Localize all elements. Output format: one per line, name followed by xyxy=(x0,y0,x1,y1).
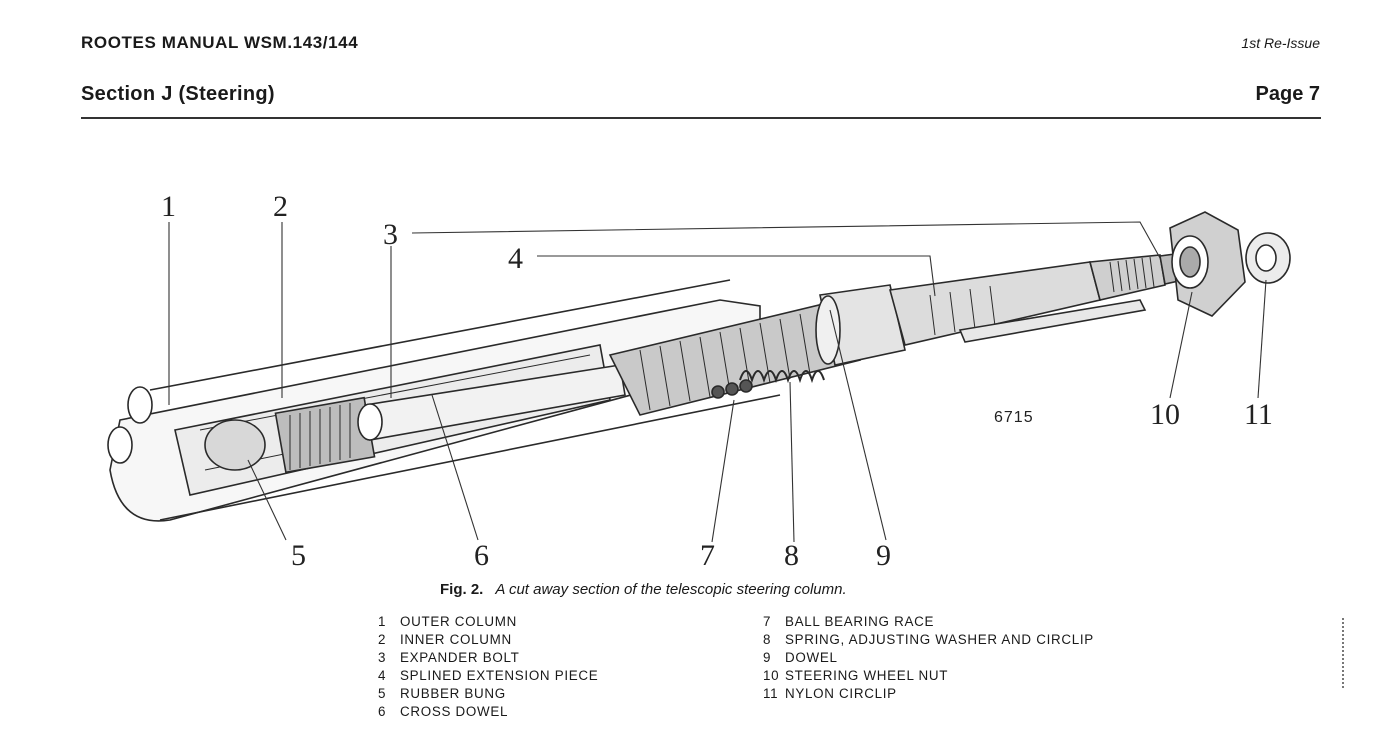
collar-drawing xyxy=(815,284,906,366)
legend-text: OUTER COLUMN xyxy=(400,614,518,629)
callout-1: 1 xyxy=(161,190,176,223)
legend-item: 11 NYLON CIRCLIP xyxy=(763,685,1094,703)
legend-text: RUBBER BUNG xyxy=(400,686,506,701)
legend-number: 5 xyxy=(378,686,387,701)
legend-item: 8 SPRING, ADJUSTING WASHER AND CIRCLIP xyxy=(763,631,1094,649)
spring-drawing xyxy=(739,370,825,384)
legend-text: CROSS DOWEL xyxy=(400,704,509,719)
extension-shaft-drawing xyxy=(888,251,1193,346)
legend-text: DOWEL xyxy=(785,650,838,665)
legend-number: 10 xyxy=(763,668,780,683)
callout-8: 8 xyxy=(784,539,799,572)
header-rule xyxy=(81,117,1321,119)
callout-7: 7 xyxy=(700,539,715,572)
legend-number: 3 xyxy=(378,650,387,665)
manual-title: ROOTES MANUAL WSM.143/144 xyxy=(81,33,359,52)
margin-dotted-line xyxy=(1342,618,1344,688)
legend-item: 2 INNER COLUMN xyxy=(378,631,598,649)
legend-text: STEERING WHEEL NUT xyxy=(785,668,949,683)
legend-number: 7 xyxy=(763,614,772,629)
figure-caption-text: A cut away section of the telescopic ste… xyxy=(495,581,847,598)
legend-text: EXPANDER BOLT xyxy=(400,650,520,665)
legend-number: 8 xyxy=(763,632,772,647)
legend-item: 5 RUBBER BUNG xyxy=(378,685,598,703)
legend-number: 6 xyxy=(378,704,387,719)
drawing-number: 6715 xyxy=(994,409,1034,426)
callout-10: 10 xyxy=(1150,398,1180,431)
legend-number: 9 xyxy=(763,650,772,665)
issue-label: 1st Re-Issue xyxy=(1241,35,1320,51)
legend-text: BALL BEARING RACE xyxy=(785,614,935,629)
legend-item: 9 DOWEL xyxy=(763,649,1094,667)
section-title: Section J (Steering) xyxy=(81,83,275,105)
callout-9: 9 xyxy=(876,539,891,572)
page-number: Page 7 xyxy=(1255,83,1320,105)
legend-item: 6 CROSS DOWEL xyxy=(378,703,598,721)
legend-text: SPRING, ADJUSTING WASHER AND CIRCLIP xyxy=(785,632,1094,647)
legend-item: 10 STEERING WHEEL NUT xyxy=(763,667,1094,685)
legend-text: SPLINED EXTENSION PIECE xyxy=(400,668,599,683)
steering-wheel-nut-drawing xyxy=(1169,211,1246,317)
leader-lines xyxy=(168,221,1267,543)
legend-right: 7 BALL BEARING RACE 8 SPRING, ADJUSTING WA… xyxy=(763,613,1094,703)
legend-item: 1 OUTER COLUMN xyxy=(378,613,598,631)
figure-caption: Fig. 2. A cut away section of the telesco… xyxy=(440,581,847,598)
expander-bolt-drawing xyxy=(357,364,626,441)
callout-11: 11 xyxy=(1244,398,1273,431)
rubber-bung-drawing xyxy=(204,419,266,471)
legend-number: 2 xyxy=(378,632,387,647)
callout-2: 2 xyxy=(273,190,288,223)
ball-bearing-drawing xyxy=(711,379,753,399)
callout-3: 3 xyxy=(383,218,398,251)
legend-left: 1 OUTER COLUMN 2 INNER COLUMN 3 EXPANDER BO… xyxy=(378,613,598,721)
callout-5: 5 xyxy=(291,539,306,572)
legend-number: 11 xyxy=(763,686,779,701)
legend-item: 7 BALL BEARING RACE xyxy=(763,613,1094,631)
legend-text: NYLON CIRCLIP xyxy=(785,686,897,701)
callout-4: 4 xyxy=(508,242,523,275)
nylon-circlip-drawing xyxy=(1245,232,1291,284)
figure-label: Fig. 2. xyxy=(440,581,484,598)
legend-number: 4 xyxy=(378,668,387,683)
callout-6: 6 xyxy=(474,539,489,572)
legend-item: 4 SPLINED EXTENSION PIECE xyxy=(378,667,598,685)
legend-text: INNER COLUMN xyxy=(400,632,512,647)
legend-number: 1 xyxy=(378,614,387,629)
legend-item: 3 EXPANDER BOLT xyxy=(378,649,598,667)
